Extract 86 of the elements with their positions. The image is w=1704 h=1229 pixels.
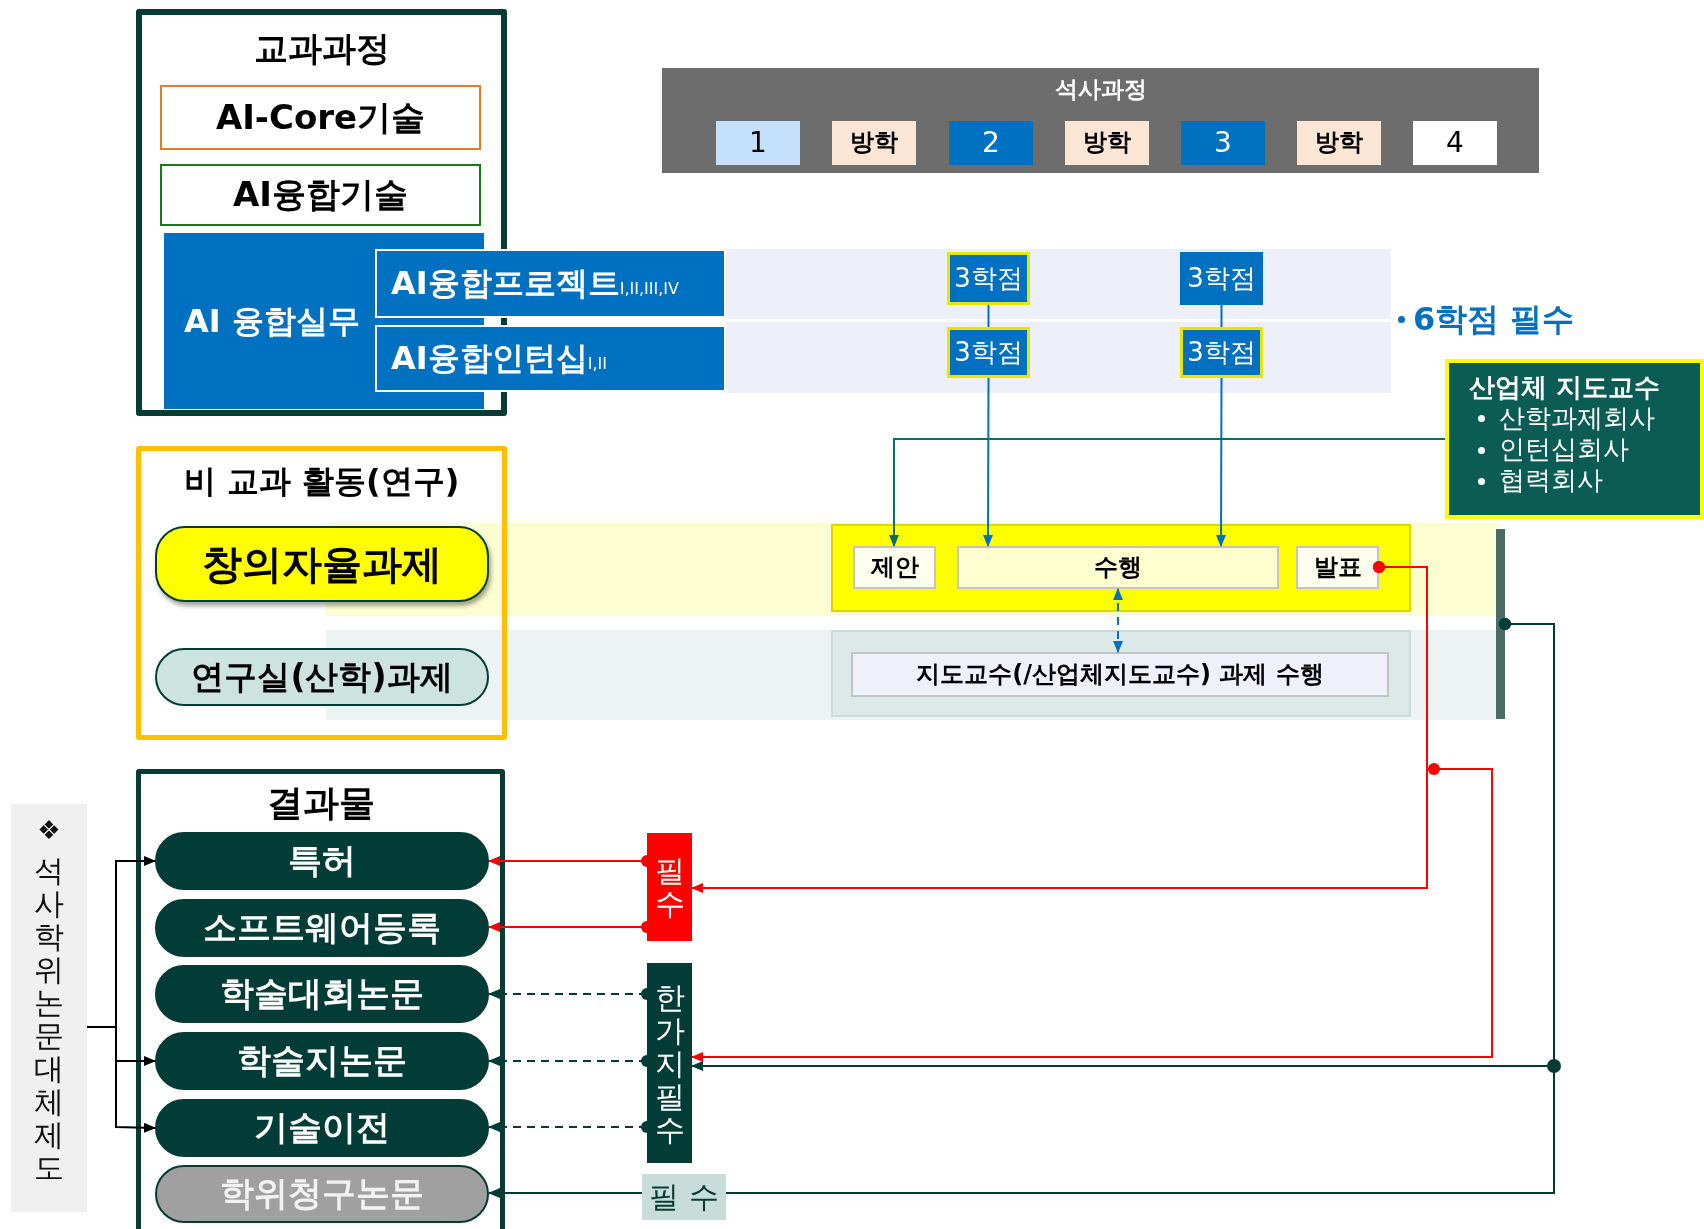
course-box [160, 164, 481, 226]
result-pill [155, 1099, 489, 1157]
activity-pill [155, 648, 489, 706]
semester-cell [949, 121, 1033, 165]
result-label: 학술지논문 [237, 1041, 407, 1081]
semester-band [662, 68, 1539, 173]
task-box [851, 652, 1389, 697]
practice-label: AI 융합실무 [184, 302, 360, 340]
cell-label: 3 [1214, 126, 1232, 160]
credit-label: 3학점 [954, 263, 1023, 294]
course-box [160, 85, 481, 150]
arrow [691, 561, 1493, 1062]
semester-cell [1413, 121, 1497, 165]
result-pill [155, 965, 489, 1023]
semester-cell [1065, 121, 1149, 165]
course-label: AI융합기술 [233, 175, 408, 215]
activity-frame [136, 446, 507, 740]
section-title: 결과물 [266, 782, 375, 824]
cell-label: 방학 [850, 129, 898, 157]
result-label: 소프트웨어등록 [203, 908, 441, 948]
activity-label: 연구실(산학)과제 [191, 658, 453, 696]
arrow [983, 377, 994, 547]
course-box [375, 325, 726, 392]
arrow [488, 618, 1555, 1198]
vertical-bar [1496, 529, 1505, 719]
stage-panel [831, 524, 1411, 612]
result-pill [155, 832, 489, 890]
task-panel [831, 630, 1411, 717]
bullet-item: 인턴십회사 [1469, 434, 1629, 466]
course-box [375, 249, 726, 318]
credit-tag [947, 327, 1030, 378]
cell-label: 2 [982, 126, 1000, 160]
credit-label: 3학점 [954, 337, 1023, 368]
result-label: 특허 [288, 841, 356, 881]
stage-box [957, 546, 1279, 589]
task-label: 지도교수(/산업체지도교수) 과제 수행 [916, 660, 1324, 689]
section-title: 교과과정 [253, 29, 390, 69]
semester-cell [1297, 121, 1381, 165]
bullet-item: 협력회사 [1469, 465, 1603, 497]
stage-box [853, 546, 936, 589]
cell-label: 방학 [1083, 129, 1131, 157]
credit-label: 3학점 [1187, 337, 1256, 368]
result-label: 학술대회논문 [220, 974, 424, 1014]
course-label: AI-Core기술 [215, 97, 426, 138]
tag-label: 필수 [654, 854, 685, 920]
credit-tag [1180, 252, 1263, 305]
credit-tag [947, 252, 1030, 305]
semester-cell [1181, 121, 1265, 165]
edge-label: 필 수 [641, 1174, 726, 1220]
side-panel [11, 804, 87, 1212]
result-pill [155, 1032, 489, 1090]
arrow [889, 438, 1446, 547]
connector-line [1220, 304, 1223, 328]
credit-tag [1180, 327, 1263, 378]
stage-label: 제안 [870, 553, 919, 582]
cell-label: 4 [1446, 126, 1464, 160]
card-title: 산업체 지도교수 [1469, 373, 1661, 403]
note-text: 6학점 필수 [1391, 300, 1575, 339]
credit-label: 3학점 [1187, 263, 1256, 294]
cell-label: 방학 [1315, 129, 1363, 157]
result-label: 학위청구논문 [220, 1174, 424, 1214]
stage-box [1296, 546, 1379, 589]
arrow [1216, 377, 1227, 547]
result-pill [155, 1165, 489, 1223]
stage-label: 수행 [1094, 553, 1142, 582]
activity-pill [155, 526, 489, 602]
dashed-arrow [1113, 588, 1123, 653]
side-label: 석사학위논문 대체제도 [34, 853, 64, 1184]
band-title: 석사과정 [1054, 76, 1147, 103]
arrow [86, 1026, 156, 1133]
cell-label: 1 [749, 126, 767, 160]
required-tag [647, 963, 692, 1163]
result-pill [155, 899, 489, 957]
stage-label: 발표 [1313, 553, 1362, 582]
semester-cell [832, 121, 916, 165]
tag-label: 한가지 필수 [654, 980, 685, 1146]
bullet-item: 산학과제회사 [1469, 402, 1655, 435]
results-frame [136, 769, 505, 1229]
activity-label: 창의자율과제 [202, 541, 442, 587]
advisor-card [1445, 359, 1704, 519]
result-label: 기술이전 [254, 1108, 390, 1148]
diamond-symbol: ❖ [37, 816, 61, 846]
required-tag [647, 833, 692, 941]
connector-line [987, 304, 990, 328]
section-title: 비 교과 활동(연구) [183, 463, 460, 500]
semester-cell [716, 121, 800, 165]
